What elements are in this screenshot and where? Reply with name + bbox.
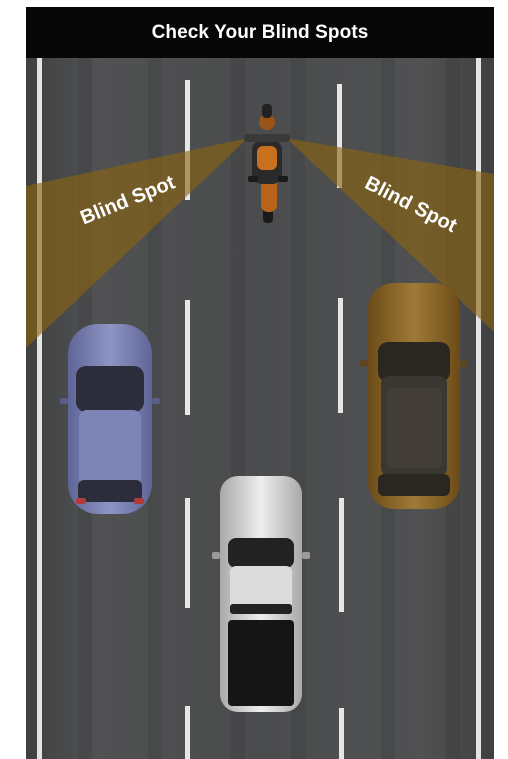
left-edge-line bbox=[37, 58, 42, 759]
blue-hatchback-icon bbox=[60, 324, 160, 514]
gold-suv-icon bbox=[360, 283, 468, 509]
title-bar: Check Your Blind Spots bbox=[26, 7, 494, 58]
page-title: Check Your Blind Spots bbox=[152, 22, 369, 44]
right-edge-line bbox=[476, 58, 481, 759]
road-illustration: Blind Spot Blind Spot bbox=[26, 58, 494, 759]
white-pickup-icon bbox=[212, 476, 310, 712]
illustration-frame: Check Your Blind Spots bbox=[26, 7, 494, 759]
road-scene: Blind Spot Blind Spot bbox=[26, 58, 494, 759]
